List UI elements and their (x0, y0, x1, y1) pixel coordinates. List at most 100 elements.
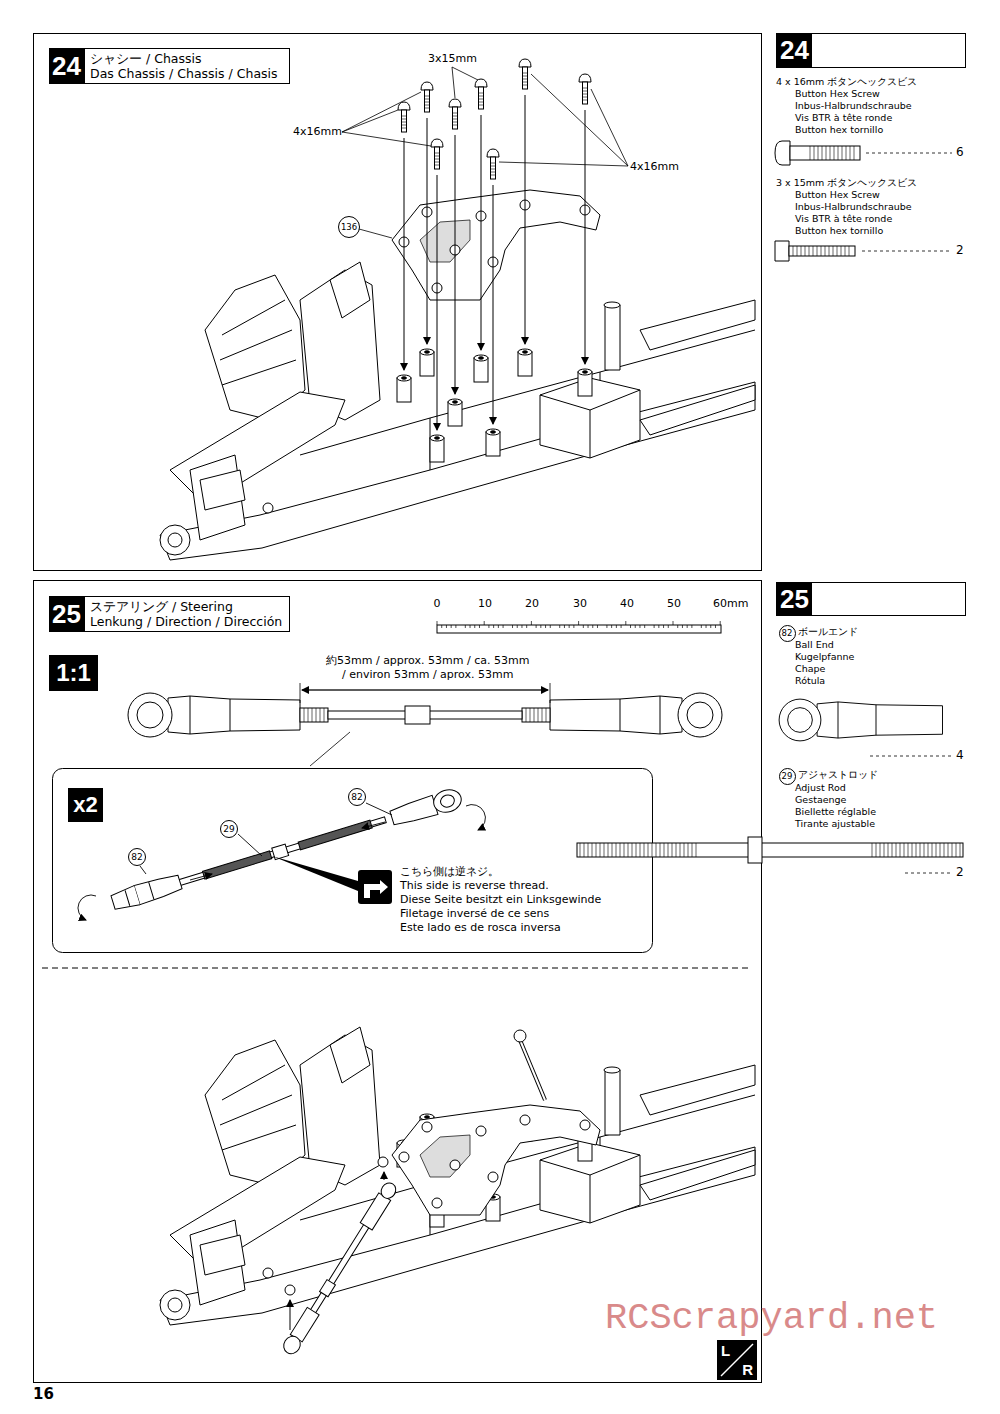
ruler-tick (583, 625, 584, 628)
node-subtext: Das Chassis / Chassis / Chasis (90, 66, 284, 81)
label-text: Chape (795, 664, 825, 675)
ruler-tick (710, 625, 711, 628)
label-text: This side is reverse thread. (400, 880, 549, 893)
ruler-tick (488, 625, 489, 628)
ruler-tick (526, 625, 527, 628)
ruler-tick (691, 625, 692, 628)
ruler-tick (588, 625, 589, 628)
ruler-label: 10 (478, 598, 492, 611)
ruler-tick (639, 625, 640, 628)
step-number-box: 24 (49, 48, 84, 84)
step-number-box: 25 (49, 596, 84, 632)
ruler-tick (606, 625, 607, 628)
ruler-tick (644, 625, 645, 628)
node-subtext: Lenkung / Direction / Dirección (90, 614, 284, 629)
ruler-tick (479, 625, 480, 628)
ruler-tick (465, 625, 466, 628)
node-text: L (721, 1343, 730, 1358)
label-text: Este lado es de rosca inversa (400, 922, 561, 935)
label-text: 4x16mm (293, 126, 342, 139)
ruler-tick (715, 625, 716, 628)
ruler-tick (654, 625, 655, 628)
label-text: Button Hex Screw (795, 89, 880, 100)
label-text: ボールエンド (798, 627, 858, 638)
label-text: 4x16mm (630, 161, 679, 174)
label-text: Tirante ajustable (795, 819, 875, 830)
watermark: RCScrapyard.net (605, 1297, 938, 1340)
ruler-tick (706, 625, 707, 628)
node-text: 1:1 (56, 659, 91, 687)
label-text: こちら側は逆ネジ。 (400, 866, 499, 879)
ruler-tick (663, 625, 664, 628)
ruler-tick (455, 625, 456, 628)
label-text: Button Hex Screw (795, 190, 880, 201)
ruler-tick (536, 625, 537, 628)
label-text: Button hex tornillo (795, 226, 883, 237)
node-text: 82 (351, 793, 362, 802)
ruler-tick (531, 621, 532, 625)
label-text: 6 (956, 146, 964, 160)
callout-number: 82 (128, 848, 146, 866)
node-text: 24 (777, 34, 812, 67)
label-text: アジャストロッド (798, 770, 878, 781)
ruler-tick (521, 625, 522, 628)
ruler-tick (446, 625, 447, 628)
callout-number: 136 (338, 216, 360, 238)
label-text: Inbus-Halbrundschraube (795, 202, 912, 213)
ruler-tick (545, 625, 546, 628)
label-text: Adjust Rod (795, 783, 846, 794)
ruler-label: 50 (667, 598, 681, 611)
ruler-tick (540, 625, 541, 628)
label-text: 4 x 16mm ボタンヘックスビス (776, 77, 917, 88)
ruler-tick (498, 625, 499, 628)
ruler-label: 20 (525, 598, 539, 611)
ruler-tick (517, 625, 518, 628)
ruler-tick (578, 621, 579, 625)
ruler-tick (630, 625, 631, 628)
ruler-tick (564, 625, 565, 628)
node-text: 24 (52, 51, 81, 82)
ruler-tick (621, 625, 622, 628)
label-text: Kugelpfanne (795, 652, 854, 663)
ruler-tick (512, 625, 513, 628)
node-text: 25 (52, 599, 81, 630)
node-text: 82 (782, 629, 793, 638)
ruler-tick (597, 625, 598, 628)
label-text: 3x15mm (428, 53, 477, 66)
label-text: Biellette réglable (795, 807, 876, 818)
ruler-tick (451, 625, 452, 628)
step-title-box: ステアリング / SteeringLenkung / Direction / D… (84, 596, 290, 632)
ruler-tick (493, 625, 494, 628)
ruler-label: 0 (434, 598, 441, 611)
ruler-tick (701, 625, 702, 628)
divider-line (721, 1344, 753, 1376)
label-text: Vis BTR à tête ronde (795, 113, 892, 124)
ruler-tick (592, 625, 593, 628)
step-title-box: シャシー / ChassisDas Chassis / Chassis / Ch… (84, 48, 290, 84)
ruler-tick (673, 621, 674, 625)
ruler-tick (441, 625, 442, 628)
callout-number: 82 (348, 788, 366, 806)
node-text: 29 (782, 772, 793, 781)
node-subtext: R (742, 1362, 753, 1377)
ruler-tick (720, 621, 721, 625)
node-text: x2 (73, 792, 97, 818)
ruler-tick (559, 625, 560, 628)
parts-header-box: 24 (776, 33, 966, 68)
node-text: 136 (341, 223, 357, 232)
ruler-tick (687, 625, 688, 628)
ruler-tick (635, 625, 636, 628)
label-text: Diese Seite besitzt ein Linksgewinde (400, 894, 601, 907)
ruler-label: 40 (620, 598, 634, 611)
ruler-tick (550, 625, 551, 628)
label-text: / environ 53mm / aprox. 53mm (342, 669, 513, 682)
ruler-tick (470, 625, 471, 628)
ruler-tick (484, 621, 485, 625)
node-text: ステアリング / Steering (90, 599, 284, 614)
left-right-mark: LR (717, 1340, 757, 1380)
node-text: 25 (777, 583, 812, 615)
label-text: 2 (956, 866, 964, 880)
callout-number: 29 (779, 768, 796, 785)
step-number-box: 1:1 (49, 655, 98, 691)
